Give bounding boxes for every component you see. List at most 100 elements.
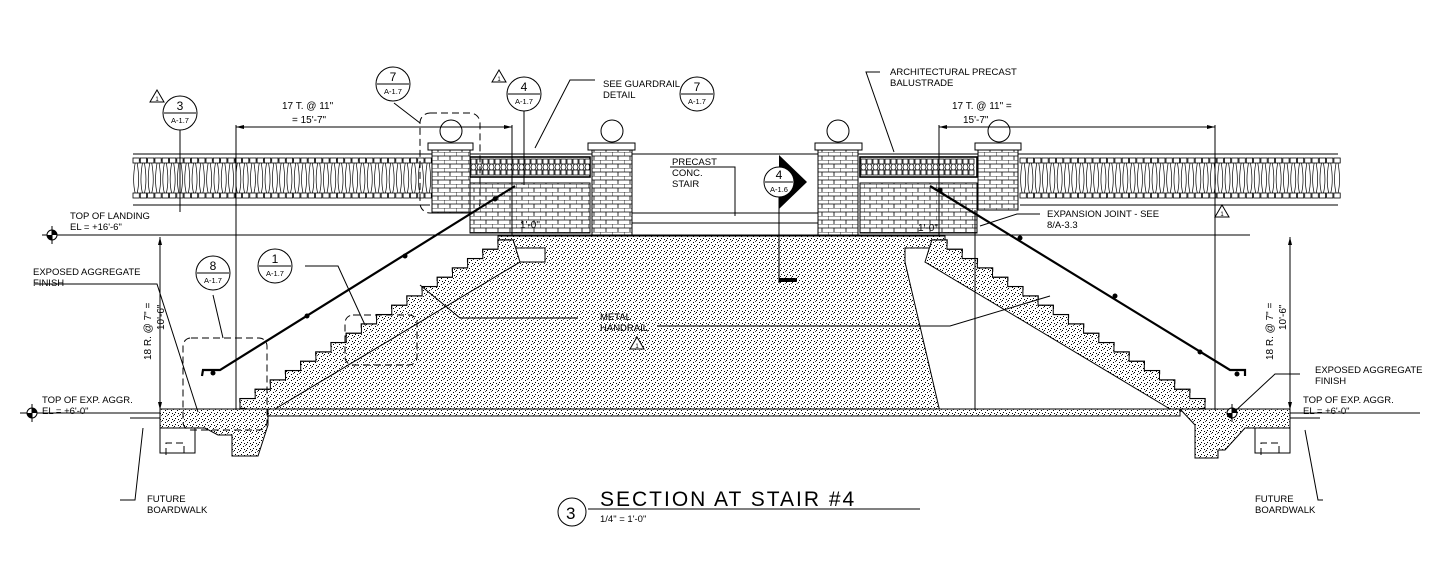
baluster	[286, 162, 293, 194]
baluster-base	[890, 169, 897, 176]
baluster	[968, 163, 975, 171]
note-expansion-joint: 8/A-3.3	[1047, 220, 1078, 231]
baluster-cap	[524, 158, 531, 165]
baluster-base	[198, 192, 206, 199]
baluster-cap	[424, 157, 432, 164]
baluster	[1334, 162, 1340, 194]
baluster-cap	[482, 158, 489, 165]
baluster-cap	[1056, 157, 1064, 164]
annotations: SEE GUARDRAIL DETAIL ARCHITECTURAL PRECA…	[33, 67, 1423, 516]
baluster-base	[315, 192, 323, 199]
detail-tag[interactable]: 4A-1.6	[763, 166, 795, 198]
baluster-cap	[572, 158, 579, 165]
baluster-cap	[285, 157, 293, 164]
baluster	[542, 163, 549, 171]
baluster-cap	[212, 157, 221, 164]
note-precast-balustrade: ARCHITECTURAL PRECAST	[890, 67, 1017, 78]
baluster-cap	[322, 157, 330, 164]
baluster	[1188, 162, 1194, 194]
baluster-cap	[860, 158, 867, 165]
baluster-base	[1070, 192, 1078, 199]
baluster-cap	[249, 157, 257, 164]
baluster-cap	[878, 158, 885, 165]
baluster	[932, 163, 939, 171]
baluster	[272, 162, 278, 194]
baluster-cap	[417, 157, 425, 164]
baluster	[920, 163, 927, 171]
baluster	[1137, 162, 1143, 194]
baluster-cap	[1143, 157, 1151, 164]
baluster-cap	[132, 157, 140, 164]
baluster-base	[256, 192, 264, 199]
baluster	[155, 162, 161, 194]
detail-tag[interactable]: 1A-1.7	[257, 248, 293, 284]
baluster	[1290, 162, 1297, 194]
baluster-cap	[183, 157, 191, 164]
baluster-base	[1026, 192, 1035, 199]
baluster-base	[932, 169, 939, 176]
detail-callout-boxes	[182, 112, 481, 431]
baluster-base	[190, 192, 199, 199]
baluster	[1064, 162, 1070, 194]
baluster-cap	[890, 158, 897, 165]
detail-tag[interactable]: 7A-1.7	[679, 76, 715, 112]
detail-tag[interactable]: 4A-1.7	[506, 76, 542, 112]
dim-left-run: 17 T. @ 11"	[282, 101, 334, 112]
detail-sheet: A-1.7	[171, 116, 189, 125]
baluster	[500, 163, 507, 171]
baluster-cap	[884, 158, 891, 165]
baluster-base	[1267, 192, 1275, 199]
baluster-cap	[1114, 157, 1122, 164]
revision-number: 1	[635, 344, 639, 350]
baluster	[279, 162, 285, 194]
baluster	[359, 162, 366, 194]
baluster	[482, 163, 489, 171]
baluster-base	[1202, 192, 1210, 199]
baluster-cap	[866, 158, 873, 165]
baluster-cap	[1275, 157, 1283, 164]
baluster-cap	[1304, 157, 1312, 164]
baluster-cap	[1085, 157, 1093, 164]
baluster-base	[518, 169, 525, 176]
detail-tag[interactable]: 7A-1.7	[375, 66, 411, 102]
baluster-base	[950, 169, 957, 176]
baluster-cap	[307, 157, 315, 164]
baluster-base	[1056, 192, 1064, 199]
detail-number: 4	[521, 80, 528, 94]
dim-right-rise: 18 R. @ 7" =	[1265, 303, 1276, 360]
baluster-base	[956, 169, 963, 176]
baluster-base	[542, 169, 549, 176]
detail-number: 4	[776, 168, 783, 182]
baluster-base	[554, 169, 561, 176]
baluster-cap	[518, 158, 525, 165]
baluster	[169, 162, 176, 194]
baluster-cap	[1231, 157, 1239, 164]
detail-number: 3	[177, 99, 184, 113]
dim-right-run-total: 15'-7"	[963, 115, 989, 126]
baluster-base	[860, 169, 867, 176]
baluster	[1027, 162, 1034, 194]
baluster	[1086, 162, 1092, 194]
baluster-cap	[1121, 157, 1129, 164]
detail-tag[interactable]: 8A-1.7	[195, 255, 231, 291]
baluster-base	[285, 192, 293, 199]
baluster-base	[1282, 192, 1290, 199]
baluster-cap	[926, 158, 933, 165]
baluster-cap	[147, 157, 155, 164]
baluster	[1261, 162, 1267, 194]
elevation-exp-aggr-right-value: EL = +6'-0"	[1303, 406, 1350, 417]
baluster-cap	[388, 157, 396, 164]
baluster-base	[560, 169, 567, 176]
baluster-cap	[329, 157, 337, 164]
baluster-base	[1216, 192, 1224, 199]
detail-tag[interactable]: 3A-1.7	[162, 95, 198, 131]
baluster	[1042, 162, 1048, 194]
baluster-cap	[1048, 157, 1056, 164]
dim-right-run: 17 T. @ 11" =	[952, 101, 1012, 112]
baluster-base	[1063, 192, 1071, 199]
dim-left-run-total: = 15'-7"	[292, 115, 327, 126]
baluster-cap	[560, 158, 567, 165]
baluster	[1049, 162, 1056, 194]
note-future-boardwalk-left: BOARDWALK	[147, 505, 208, 516]
